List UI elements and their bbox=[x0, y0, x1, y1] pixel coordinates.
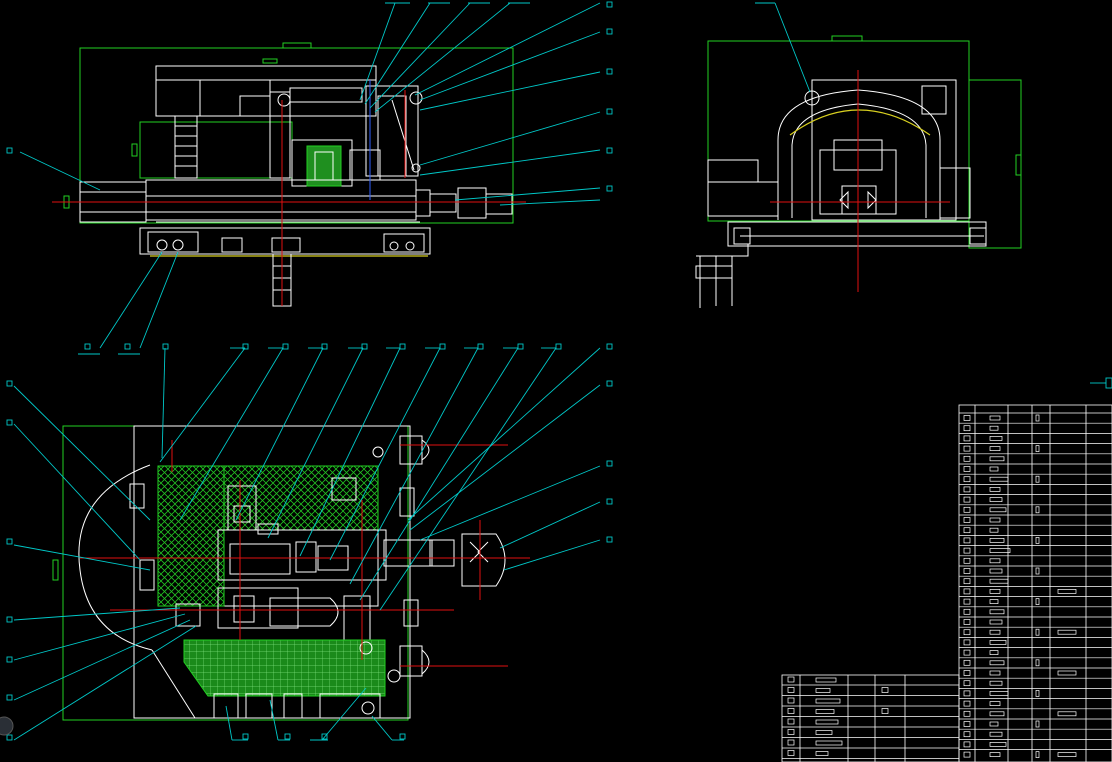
top-view bbox=[0, 343, 613, 741]
scroll-handle-icon[interactable] bbox=[0, 716, 14, 736]
side-view-frame bbox=[707, 40, 970, 222]
front-view bbox=[6, 1, 613, 355]
side-view bbox=[695, 2, 1022, 308]
title-block-rows bbox=[782, 676, 959, 759]
parts-list-and-title-block bbox=[781, 377, 1112, 762]
parts-list-rows bbox=[959, 412, 1112, 758]
front-view-frame bbox=[79, 47, 514, 224]
